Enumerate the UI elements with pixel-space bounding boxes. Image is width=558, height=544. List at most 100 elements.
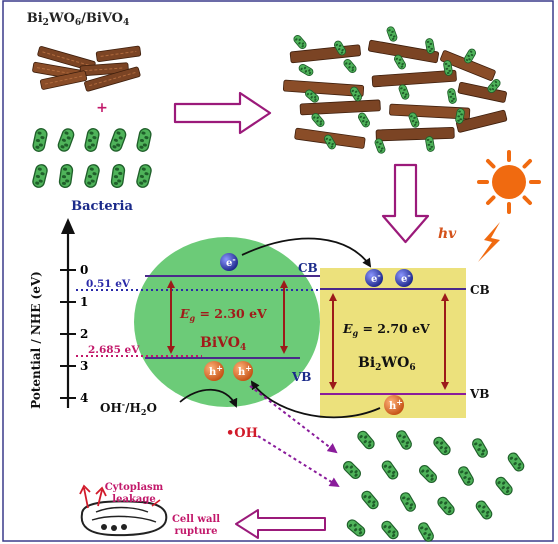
bacterium-icon xyxy=(418,522,434,542)
tick-label-0: 0 xyxy=(80,263,88,277)
bacterium-icon xyxy=(311,112,325,128)
oh-water-label: OH-/H2O xyxy=(100,399,157,417)
bacterium-icon xyxy=(425,136,435,152)
oh-oxidation-arrow xyxy=(179,388,238,408)
bacterium-icon xyxy=(374,138,386,154)
bacterium-icon xyxy=(437,496,455,516)
rupture-arrow xyxy=(235,509,326,539)
hole-bivo4-2: h+ xyxy=(233,361,253,381)
bivo4-label: BiVO4 xyxy=(200,335,246,353)
bacterium-icon xyxy=(455,108,465,124)
electron-bi2wo6-1: e- xyxy=(365,269,383,287)
svg-text:e-: e- xyxy=(226,254,236,269)
bivo4-band-gap: Eg = 2.30 eV xyxy=(179,306,267,323)
bacterium-icon xyxy=(495,476,513,496)
radical-attack-arrow xyxy=(257,435,340,488)
bacterium-icon xyxy=(398,84,410,100)
bacterium-icon xyxy=(298,63,314,77)
lightning-icon xyxy=(478,222,500,262)
attacked-bacteria xyxy=(343,430,525,542)
bacterium-icon xyxy=(447,88,457,104)
bacterium-icon xyxy=(346,519,366,537)
bacterium-icon xyxy=(433,436,451,456)
bivo4-ellipse xyxy=(134,237,320,407)
hole-attack-arrow xyxy=(249,385,338,454)
bacteria-label: Bacteria xyxy=(71,199,133,214)
bacterium-icon xyxy=(343,58,357,74)
bacterium-icon xyxy=(400,492,416,512)
bacterium-icon xyxy=(475,500,493,520)
nanosheet-icon xyxy=(375,126,455,142)
bacterium-icon xyxy=(507,452,525,472)
bacterium-icon xyxy=(487,78,501,94)
nanosheet-icon xyxy=(299,99,381,116)
bacterium-icon xyxy=(425,38,435,54)
composite-title: Bi2WO6/BiVO4 xyxy=(27,11,130,28)
hole-bivo4-1: h+ xyxy=(204,361,224,381)
sun-icon xyxy=(477,150,541,214)
vb-label-right: VB xyxy=(469,387,489,401)
bacterium-icon xyxy=(84,128,100,152)
electron-bi2wo6-2: e- xyxy=(395,269,413,287)
tick-label-1: 1 xyxy=(80,295,88,309)
bi2wo6-band-gap: Eg = 2.70 eV xyxy=(342,321,430,338)
plus-sign: + xyxy=(96,100,108,116)
nanosheet-icon xyxy=(456,109,508,133)
hole-transfer-arrow xyxy=(250,380,381,419)
nanosheet-icon xyxy=(368,39,440,64)
bacterium-icon xyxy=(58,163,74,189)
bacterium-icon xyxy=(443,60,453,76)
tick-label-2: 2 xyxy=(80,327,88,341)
svg-text:h+: h+ xyxy=(389,397,403,412)
bacterium-icon xyxy=(472,438,488,458)
bacterium-icon xyxy=(393,54,407,70)
tick-label-4: 4 xyxy=(80,391,88,405)
nanosheet-stack-left xyxy=(32,45,142,92)
electron-transfer-arrow xyxy=(241,237,372,268)
bacterium-icon xyxy=(304,89,320,103)
axis-arrowhead xyxy=(61,218,75,234)
nanosheet-icon xyxy=(457,81,507,103)
nanosheet-icon xyxy=(371,69,457,88)
cb-level-label: 0.51 eV xyxy=(86,278,131,290)
bacterium-icon xyxy=(408,112,420,128)
electron-bivo4: e- xyxy=(220,253,238,271)
bacterium-icon xyxy=(343,461,361,479)
combine-arrow xyxy=(173,91,272,135)
bacterium-icon xyxy=(333,40,347,56)
cb-label-left: CB xyxy=(298,261,318,275)
bacterium-icon xyxy=(136,128,152,152)
axis-title: Potential / NHE (eV) xyxy=(29,271,43,409)
bacterium-icon xyxy=(349,86,363,102)
vb-level-label: 2.685 eV xyxy=(88,344,140,356)
bacterium-icon xyxy=(381,520,399,540)
bacterium-icon xyxy=(357,430,375,450)
bacterium-icon xyxy=(110,163,126,189)
bacterium-icon xyxy=(381,460,399,480)
bacterium-icon xyxy=(357,112,371,128)
ruptured-cell-icon xyxy=(79,484,168,537)
bacterium-icon xyxy=(361,490,379,510)
bacteria-grid xyxy=(32,128,152,189)
bacterium-icon xyxy=(458,466,474,486)
bacterium-icon xyxy=(293,34,307,50)
hv-label: hv xyxy=(438,226,457,242)
nanosheet-icon xyxy=(95,45,142,63)
bacterium-icon xyxy=(419,465,437,483)
svg-text:e-: e- xyxy=(401,270,411,285)
nanosheet-icon xyxy=(282,79,365,97)
nanosheet-icon xyxy=(39,70,88,90)
cb-label-right: CB xyxy=(470,283,490,297)
svg-text:h+: h+ xyxy=(209,363,223,378)
oh-radical-label: •OH xyxy=(226,426,258,441)
bacterium-icon xyxy=(396,430,412,450)
bacterium-icon xyxy=(32,128,48,152)
tick-label-3: 3 xyxy=(80,359,88,373)
vb-label-left: VB xyxy=(291,370,311,384)
axis-ticks xyxy=(60,269,76,399)
bacterium-icon xyxy=(463,48,477,64)
bacterium-icon xyxy=(136,164,152,188)
